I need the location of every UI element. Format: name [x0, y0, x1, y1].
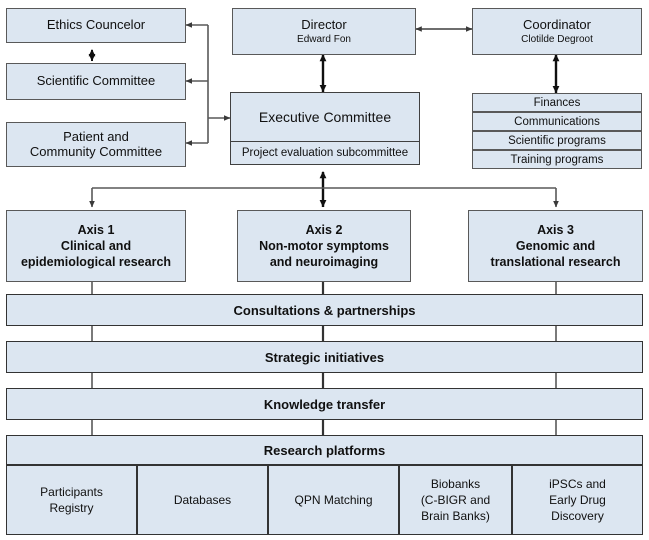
platform-line1: QPN Matching	[294, 492, 373, 507]
platform-qpn-matching[interactable]: QPN Matching	[268, 465, 399, 535]
coordinator-function-scientific-programs[interactable]: Scientific programs	[472, 131, 642, 150]
axis-3-line3: translational research	[490, 255, 621, 270]
platform-line2: Early Drug	[549, 492, 606, 507]
axis-1-number: Axis 1	[77, 222, 115, 237]
platform-ipscs-early-drug-discovery[interactable]: iPSCs and Early Drug Discovery	[512, 465, 643, 535]
director-name: Edward Fon	[297, 33, 351, 45]
coordinator-function-label: Finances	[533, 96, 581, 109]
axis-3-number: Axis 3	[537, 222, 574, 237]
axis-1-line3: epidemiological research	[20, 255, 172, 270]
box-ethics-counselor[interactable]: Ethics Councelor	[6, 8, 186, 43]
box-project-evaluation-subcommittee[interactable]: Project evaluation subcommittee	[230, 142, 420, 165]
band-label: Knowledge transfer	[263, 396, 386, 412]
coordinator-function-finances[interactable]: Finances	[472, 93, 642, 112]
box-executive-committee[interactable]: Executive Committee	[230, 92, 420, 142]
box-coordinator[interactable]: Coordinator Clotilde Degroot	[472, 8, 642, 55]
coordinator-function-training-programs[interactable]: Training programs	[472, 150, 642, 169]
coordinator-function-communications[interactable]: Communications	[472, 112, 642, 131]
executive-committee-label: Executive Committee	[258, 109, 392, 125]
platform-line3: Discovery	[551, 509, 604, 524]
ethics-counselor-label: Ethics Councelor	[46, 17, 146, 33]
platform-line2: Registry	[49, 501, 94, 515]
project-evaluation-subcommittee-label: Project evaluation subcommittee	[241, 147, 409, 159]
platform-line1: Databases	[173, 492, 232, 507]
box-scientific-committee[interactable]: Scientific Committee	[6, 63, 186, 100]
axis-2-number: Axis 2	[305, 222, 343, 237]
platform-biobanks[interactable]: Biobanks (C-BIGR and Brain Banks)	[399, 465, 512, 535]
box-patient-community-committee[interactable]: Patient and Community Committee	[6, 122, 186, 167]
platform-line3: Brain Banks)	[421, 509, 490, 524]
platform-line1: Biobanks	[430, 476, 481, 491]
box-axis-3[interactable]: Axis 3 Genomic and translational researc…	[468, 210, 643, 282]
platform-databases[interactable]: Databases	[137, 465, 268, 535]
director-title: Director	[301, 16, 347, 32]
band-consultations-partnerships[interactable]: Consultations & partnerships	[6, 294, 643, 326]
platform-line1: Participants	[40, 484, 103, 499]
axis-3-line2: Genomic and	[515, 238, 596, 253]
axis-2-line2: Non-motor symptoms	[259, 238, 389, 253]
coordinator-name: Clotilde Degroot	[521, 33, 593, 45]
axis-1-line2: Clinical and	[60, 238, 132, 253]
coordinator-function-label: Scientific programs	[508, 134, 606, 147]
coordinator-function-label: Communications	[514, 115, 600, 128]
coordinator-function-label: Training programs	[510, 153, 604, 166]
patient-community-line1: Patient and	[63, 128, 129, 144]
band-label: Strategic initiatives	[264, 349, 385, 365]
coordinator-title: Coordinator	[523, 16, 591, 32]
band-knowledge-transfer[interactable]: Knowledge transfer	[6, 388, 643, 420]
axis-2-line3: and neuroimaging	[269, 255, 379, 270]
patient-community-line2: Community Committee	[29, 143, 163, 159]
box-axis-2[interactable]: Axis 2 Non-motor symptoms and neuroimagi…	[237, 210, 411, 282]
platform-line1: iPSCs and	[549, 476, 606, 491]
box-director[interactable]: Director Edward Fon	[232, 8, 416, 55]
platform-participants-registry[interactable]: Participants Registry	[6, 465, 137, 535]
band-label: Research platforms	[263, 442, 386, 458]
scientific-committee-label: Scientific Committee	[36, 73, 156, 89]
box-axis-1[interactable]: Axis 1 Clinical and epidemiological rese…	[6, 210, 186, 282]
band-strategic-initiatives[interactable]: Strategic initiatives	[6, 341, 643, 373]
band-research-platforms[interactable]: Research platforms	[6, 435, 643, 465]
platform-line2: (C-BIGR and	[420, 492, 491, 507]
band-label: Consultations & partnerships	[233, 302, 416, 318]
